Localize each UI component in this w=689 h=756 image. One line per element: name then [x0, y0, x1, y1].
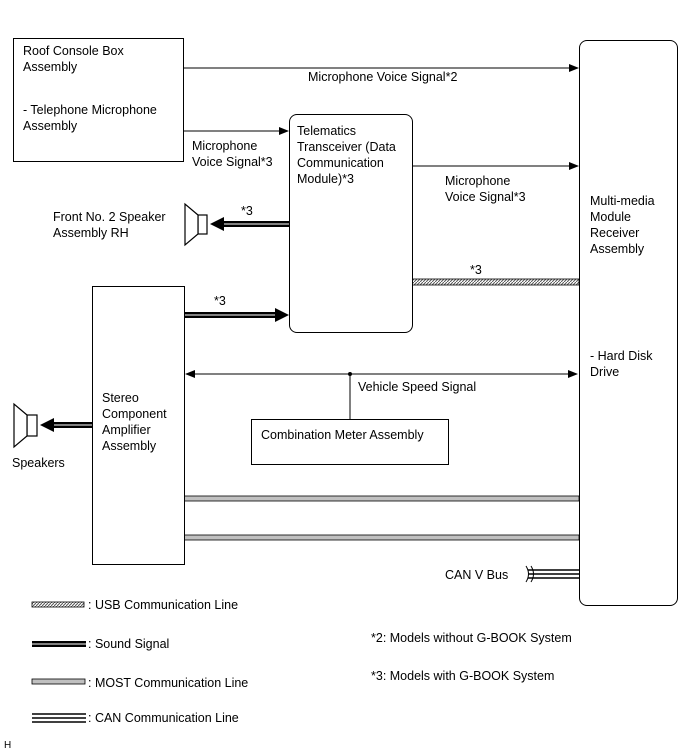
note-star2: *2: Models without G-BOOK System [371, 631, 572, 645]
legend-sound-label: : Sound Signal [88, 637, 170, 651]
speakers-icon [13, 402, 38, 449]
note-star3: *3: Models with G-BOOK System [371, 669, 555, 683]
front-speaker-star3-label: *3 [241, 204, 253, 218]
multimedia-subtitle: - Hard Disk Drive [590, 349, 653, 379]
sound-signal-amp-to-telematics [184, 308, 289, 322]
roof-console-title: Roof Console Box Assembly [23, 44, 124, 74]
legend-usb-swatch [31, 601, 85, 608]
mic-voice-signal-3-left-label: Microphone Voice Signal*3 [192, 139, 273, 169]
legend-most-label: : MOST Communication Line [88, 676, 249, 690]
corner-mark: H [4, 740, 12, 751]
front-speaker-label: Front No. 2 Speaker Assembly RH [53, 210, 166, 240]
telematics-title: Telematics Transceiver (Data Communicati… [297, 124, 396, 186]
usb-star3-label: *3 [470, 263, 482, 277]
roof-console-subtitle: - Telephone Microphone Assembly [23, 103, 157, 133]
most-line-2 [183, 534, 580, 541]
telematics-transceiver-box: Telematics Transceiver (Data Communicati… [289, 114, 413, 333]
legend-can-label: : CAN Communication Line [88, 711, 239, 725]
most-line-1 [183, 495, 580, 502]
stereo-amplifier-box: Stereo Component Amplifier Assembly [92, 286, 185, 565]
speakers-label: Speakers [12, 456, 65, 470]
legend-most-swatch [31, 678, 86, 685]
legend-usb-label: : USB Communication Line [88, 598, 239, 612]
vehicle-speed-label: Vehicle Speed Signal [358, 380, 477, 394]
legend-can-swatch [32, 713, 86, 723]
mic-voice-signal-3-right-label: Microphone Voice Signal*3 [445, 174, 526, 204]
amp-star3-label: *3 [214, 294, 226, 308]
mic-voice-signal-2-label: Microphone Voice Signal*2 [308, 70, 458, 84]
sound-signal-speakers [40, 418, 92, 432]
usb-line [411, 278, 580, 286]
multimedia-title: Multi-media Module Receiver Assembly [590, 194, 655, 256]
can-v-bus-label: CAN V Bus [445, 568, 509, 582]
combination-meter-title: Combination Meter Assembly [261, 428, 424, 442]
junction-dot [348, 372, 352, 376]
can-v-bus-line [525, 565, 579, 583]
stereo-amplifier-title: Stereo Component Amplifier Assembly [102, 391, 167, 453]
multimedia-receiver-box: Multi-media Module Receiver Assembly - H… [579, 40, 678, 606]
sound-signal-front-speaker [210, 217, 290, 231]
roof-console-box: Roof Console Box Assembly - Telephone Mi… [13, 38, 184, 162]
combination-meter-box: Combination Meter Assembly [251, 419, 449, 465]
front-speaker-icon [184, 202, 208, 247]
